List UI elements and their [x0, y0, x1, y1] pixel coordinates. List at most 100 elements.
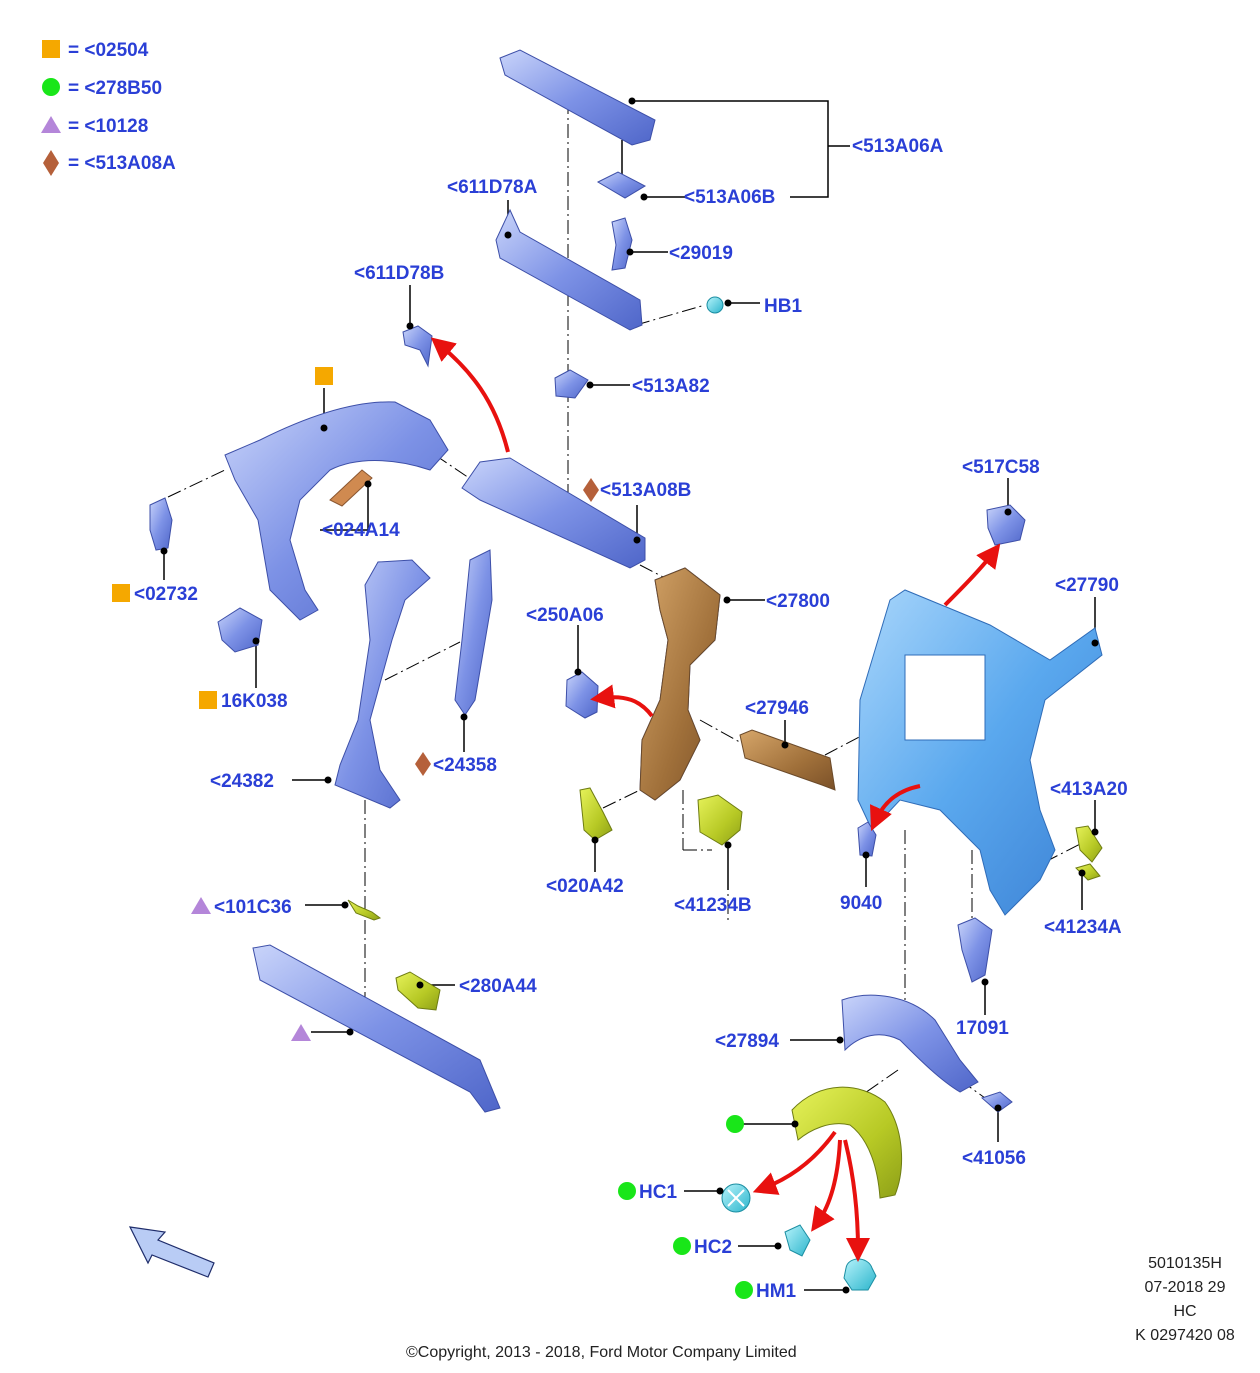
legend-square-icon	[42, 40, 60, 58]
part-a-pillar-upper	[224, 401, 449, 621]
part-611D78A-panel	[495, 208, 643, 331]
symbol-markers	[112, 367, 753, 1299]
label-24382: <24382	[210, 771, 274, 792]
part-611D78B-bracket	[402, 325, 433, 368]
label-27946: <27946	[745, 698, 809, 719]
label-517C58: <517C58	[962, 457, 1040, 478]
label-280A44: <280A44	[459, 976, 537, 997]
label-17091: 17091	[956, 1018, 1009, 1039]
part-27946-reinforcement	[739, 729, 836, 791]
label-020A42: <020A42	[546, 876, 624, 897]
part-16K038-bracket	[217, 607, 263, 653]
reference-date-line: 07-2018 29	[1144, 1279, 1226, 1296]
label-27894: <27894	[715, 1031, 779, 1052]
diamond-marker-icon	[415, 752, 431, 776]
label-41056: <41056	[962, 1148, 1026, 1169]
label-27800: <27800	[766, 591, 830, 612]
copyright-notice: ©Copyright, 2013 - 2018, Ford Motor Comp…	[406, 1344, 797, 1361]
part-HC2-clip	[784, 1224, 811, 1257]
part-280A44-bracket	[395, 971, 441, 1011]
circle-marker-icon	[673, 1237, 691, 1255]
part-02732-bracket	[149, 497, 173, 551]
label-29019: <29019	[669, 243, 733, 264]
legend-label-02504: = <02504	[68, 40, 149, 61]
part-27790-window-opening	[904, 654, 986, 741]
part-27800-reinforcement-tint	[639, 567, 721, 801]
part-41056-bracket	[981, 1091, 1013, 1113]
label-HB1: HB1	[764, 296, 802, 317]
part-HM1-clip	[843, 1258, 877, 1291]
square-marker-icon	[112, 584, 130, 602]
reference-region-line: HC	[1173, 1303, 1197, 1320]
reference-k-number-line: K 0297420 08	[1135, 1327, 1235, 1344]
part-29019-bracket	[611, 217, 633, 271]
circle-marker-icon	[735, 1281, 753, 1299]
label-101C36: <101C36	[214, 897, 292, 918]
reference-code-block: 5010135H 07-2018 29 HC K 0297420 08	[1115, 1252, 1255, 1348]
part-024A14-tube	[329, 469, 373, 507]
part-24358-pillar	[454, 549, 493, 716]
label-24358: <24358	[433, 755, 497, 776]
red-arrow-611D78B	[430, 337, 510, 453]
label-024A14: <024A14	[322, 520, 400, 541]
label-413A20: <413A20	[1050, 779, 1128, 800]
part-250A06-bracket	[565, 671, 599, 719]
diamond-marker-icon	[583, 478, 599, 502]
circle-marker-icon	[726, 1115, 744, 1133]
direction-arrows	[430, 337, 1001, 1262]
part-413A20-bracket	[1075, 825, 1103, 863]
label-513A08B: <513A08B	[600, 480, 691, 501]
part-020A42-bracket	[579, 787, 613, 841]
label-16K038: 16K038	[221, 691, 288, 712]
red-arrow-HC1	[752, 1130, 837, 1195]
legend-diamond-icon	[43, 150, 59, 176]
part-wheel-liner	[791, 1086, 902, 1199]
part-41234B-insulator	[697, 794, 743, 846]
red-arrow-HM1	[843, 1139, 870, 1262]
legend-label-278B50: = <278B50	[68, 78, 162, 99]
red-arrow-9040	[869, 784, 921, 831]
label-250A06: <250A06	[526, 605, 604, 626]
label-02732: <02732	[134, 584, 198, 605]
legend-triangle-icon	[41, 116, 61, 133]
part-HB1-clip	[706, 296, 724, 314]
label-611D78B: <611D78B	[354, 263, 444, 284]
part-517C58-bracket	[986, 504, 1026, 546]
part-labels: <513A06A <513A06B <611D78A <29019 HB1 <6…	[134, 136, 1128, 1302]
legend-label-10128: = <10128	[68, 116, 148, 137]
square-marker-icon	[199, 691, 217, 709]
part-513A08B-rail	[461, 457, 646, 569]
part-27894-wheelhouse	[841, 994, 979, 1093]
part-rocker-panel	[252, 944, 501, 1113]
label-HC2: HC2	[694, 1237, 732, 1258]
triangle-marker-icon	[191, 897, 211, 914]
circle-marker-icon	[618, 1182, 636, 1200]
label-611D78A: <611D78A	[447, 177, 538, 198]
label-513A06B: <513A06B	[684, 187, 775, 208]
callout-dots	[160, 97, 1099, 1294]
part-HC1-clip-slots	[727, 1189, 745, 1207]
part-27790-quarter-panel	[857, 589, 1103, 916]
part-24382-b-pillar	[334, 559, 431, 809]
label-9040: 9040	[840, 893, 882, 914]
part-17091-bracket	[957, 917, 993, 983]
label-27790: <27790	[1055, 575, 1119, 596]
reference-code-line: 5010135H	[1148, 1255, 1222, 1272]
part-513A06A-crossmember	[499, 49, 656, 146]
label-513A82: <513A82	[632, 376, 710, 397]
part-101C36-bracket	[347, 899, 382, 921]
label-41234B: <41234B	[674, 895, 752, 916]
legend: = <02504 = <278B50 = <10128 = <513A08A	[41, 40, 176, 176]
red-arrow-517C58	[943, 543, 1001, 607]
red-arrow-HC2	[811, 1139, 842, 1232]
triangle-marker-icon	[291, 1024, 311, 1041]
label-41234A: <41234A	[1044, 917, 1122, 938]
parts	[149, 49, 1103, 1291]
legend-label-513A08A: = <513A08A	[68, 153, 176, 174]
part-41234A-bracket	[1075, 863, 1101, 881]
label-513A06A: <513A06A	[852, 136, 944, 157]
legend-circle-icon	[42, 78, 60, 96]
label-HC1: HC1	[639, 1182, 677, 1203]
part-513A06B-bracket	[596, 171, 647, 199]
